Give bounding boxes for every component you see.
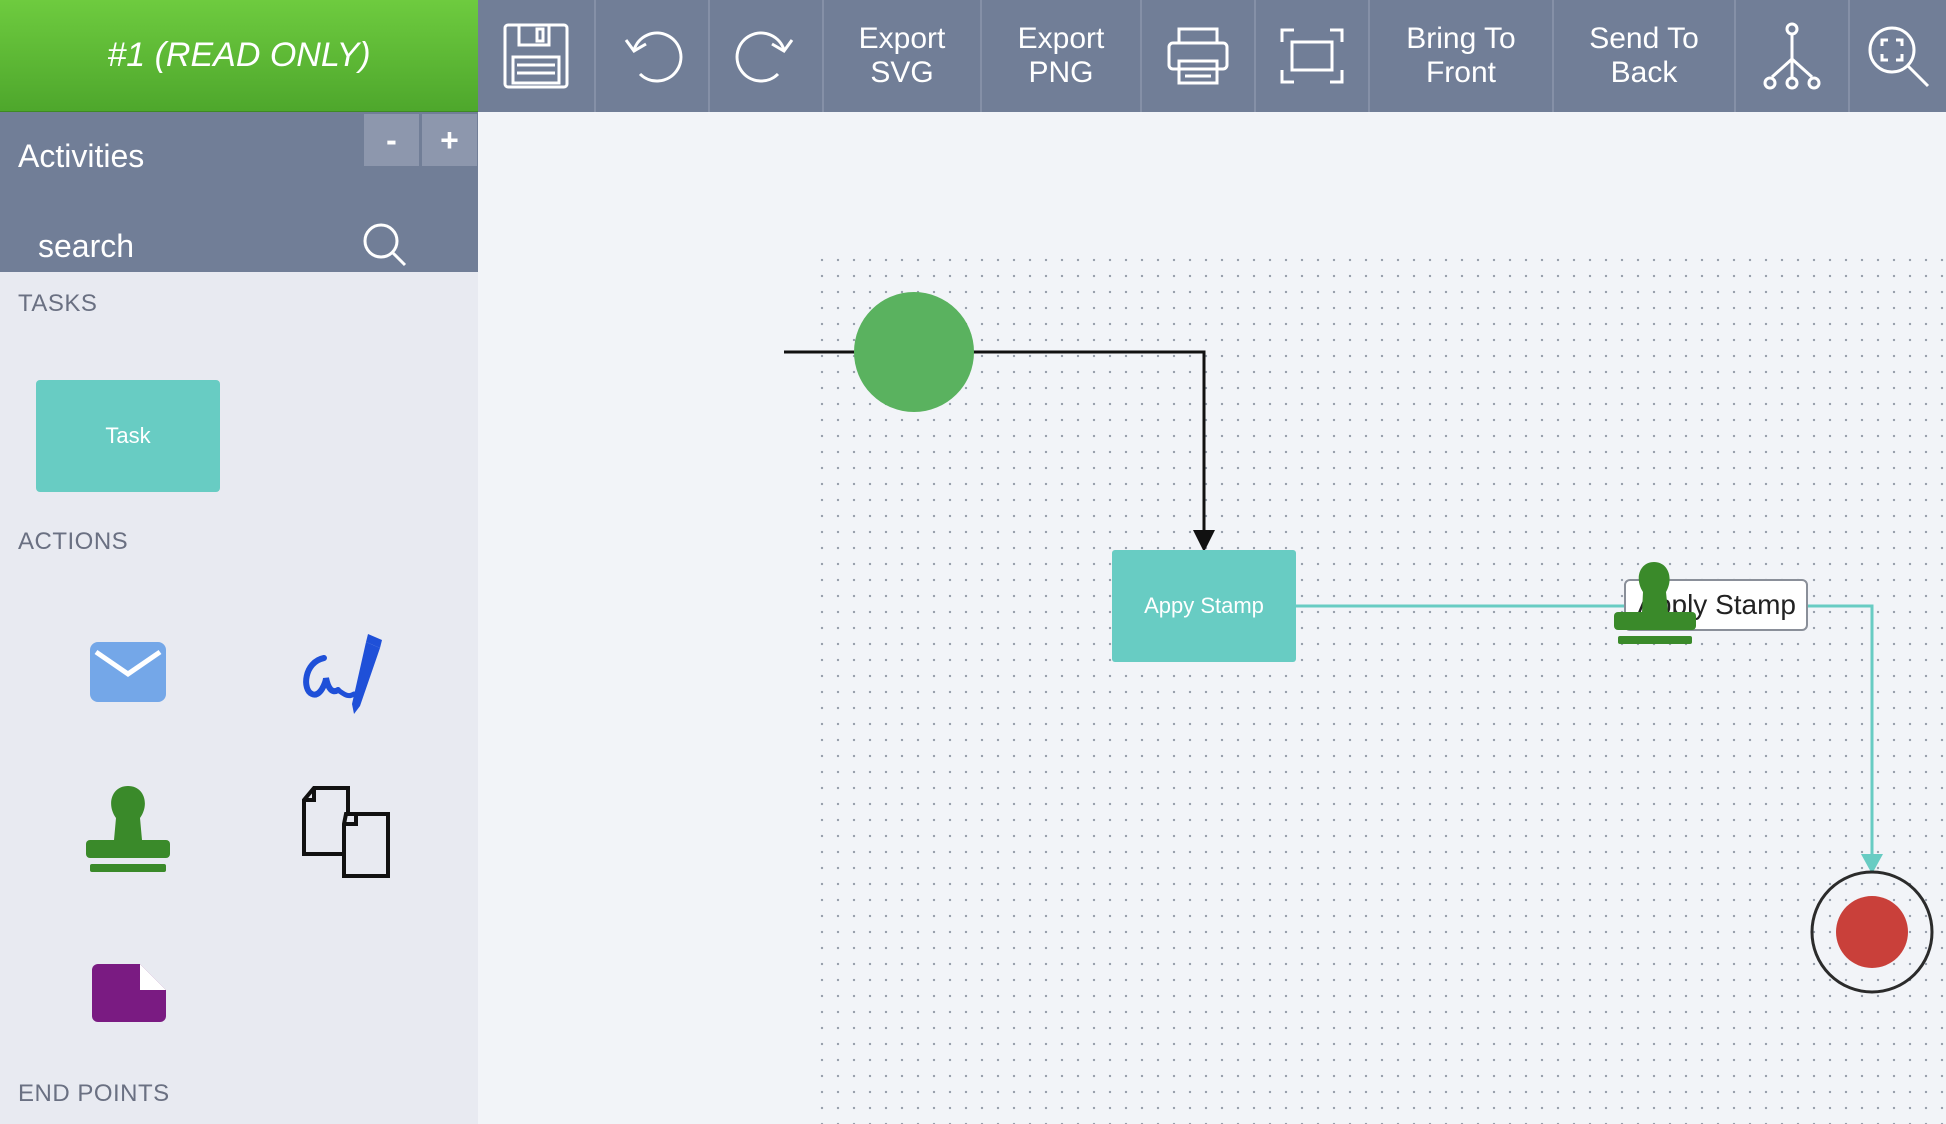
- auto-layout-button[interactable]: [1736, 0, 1850, 112]
- document-title: #1 (READ ONLY): [0, 0, 478, 112]
- undo-button[interactable]: [596, 0, 710, 112]
- search-input[interactable]: [38, 224, 338, 268]
- start-to-task-connector[interactable]: [784, 350, 1215, 552]
- save-button[interactable]: [478, 0, 596, 112]
- export-png-button[interactable]: Export PNG: [982, 0, 1142, 112]
- redo-icon: [735, 31, 794, 83]
- canvas-grid: [814, 252, 1946, 1124]
- fit-screen-icon: [1280, 28, 1344, 84]
- undo-icon: [624, 31, 683, 83]
- task-to-end-connector[interactable]: [1296, 604, 1883, 874]
- section-tasks: TASKS: [18, 290, 98, 317]
- toolbar: Export SVG Export PNG Bring To Front Sen…: [478, 0, 1946, 112]
- export-svg-button[interactable]: Export SVG: [824, 0, 982, 112]
- tree-layout-icon: [1763, 22, 1821, 90]
- task-node-appy-stamp[interactable]: Appy Stamp: [1112, 550, 1296, 662]
- save-icon: [503, 23, 569, 89]
- start-event-node[interactable]: [854, 292, 974, 412]
- diagram-canvas[interactable]: Appy Stamp Apply Stamp: [478, 112, 1946, 1124]
- section-end-points: END POINTS: [18, 1080, 170, 1107]
- email-icon[interactable]: [88, 640, 168, 704]
- sidebar-header: Activities - +: [0, 112, 478, 272]
- redo-button[interactable]: [710, 0, 824, 112]
- signature-icon[interactable]: [298, 628, 398, 722]
- zoom-search-icon: [1868, 26, 1930, 88]
- zoom-out-button[interactable]: -: [364, 114, 419, 166]
- fit-to-screen-button[interactable]: [1256, 0, 1370, 112]
- palette-task[interactable]: Task: [36, 380, 220, 492]
- send-to-back-button[interactable]: Send To Back: [1554, 0, 1736, 112]
- stamp-icon[interactable]: [84, 784, 172, 880]
- search-icon: [363, 223, 407, 267]
- zoom-in-button[interactable]: +: [422, 114, 477, 166]
- copy-documents-icon[interactable]: [300, 786, 394, 880]
- printer-icon: [1167, 27, 1229, 85]
- activities-sidebar: Activities - + TASKS Task ACTIONS: [0, 112, 478, 1124]
- canvas-stamp-icon[interactable]: [1612, 560, 1698, 650]
- print-button[interactable]: [1142, 0, 1256, 112]
- bring-to-front-button[interactable]: Bring To Front: [1370, 0, 1554, 112]
- document-icon[interactable]: [90, 962, 168, 1024]
- sidebar-title: Activities: [18, 138, 145, 174]
- section-actions: ACTIONS: [18, 528, 129, 555]
- end-event-node[interactable]: [1810, 870, 1934, 994]
- zoom-search-button[interactable]: [1850, 0, 1946, 112]
- connectors-layer: [784, 292, 1934, 994]
